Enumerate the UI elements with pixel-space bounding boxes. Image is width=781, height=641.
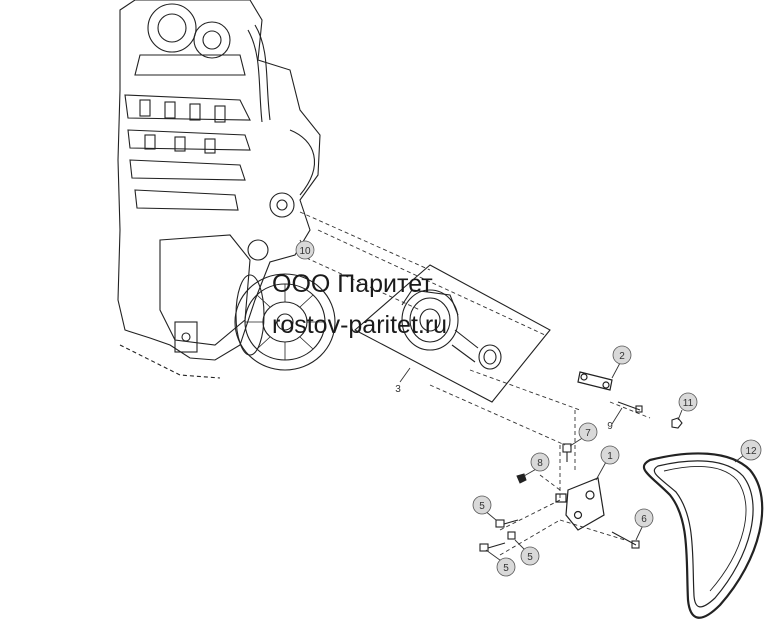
callout-label: 6 bbox=[641, 514, 647, 525]
callout-7: 7 bbox=[578, 422, 598, 442]
callout-11: 11 bbox=[678, 392, 698, 412]
callout-label: 8 bbox=[537, 458, 543, 469]
callout-label: 2 bbox=[619, 351, 625, 362]
mounting-bracket bbox=[555, 477, 605, 531]
callout-2: 2 bbox=[612, 345, 632, 365]
callout-label: 11 bbox=[683, 398, 694, 409]
nut-part-11 bbox=[671, 417, 683, 429]
bolts-part-5 bbox=[479, 519, 519, 552]
callout-label: 5 bbox=[479, 501, 485, 512]
callout-label: 9 bbox=[607, 421, 613, 432]
callout-label: 1 bbox=[607, 451, 613, 462]
callout-label: 10 bbox=[299, 246, 311, 257]
alternator-group bbox=[354, 264, 551, 403]
nut-part-8 bbox=[516, 473, 527, 484]
callout-1: 1 bbox=[600, 445, 620, 465]
callouts: 10 2 3 11 9 7 8 1 bbox=[295, 240, 762, 577]
fan-pulley bbox=[234, 273, 336, 371]
callout-label: 3 bbox=[395, 384, 401, 395]
watermark-company: ООО Паритет bbox=[272, 270, 433, 298]
callout-6: 6 bbox=[634, 508, 654, 528]
serpentine-belt bbox=[642, 452, 764, 619]
bolt-part-6 bbox=[611, 531, 640, 549]
bracket-bar bbox=[577, 371, 613, 391]
engine-assembly bbox=[117, 0, 321, 379]
callout-label: 5 bbox=[527, 552, 533, 563]
callout-10: 10 bbox=[295, 240, 315, 260]
callout-5-a: 5 bbox=[472, 495, 492, 515]
callout-5-b: 5 bbox=[520, 546, 540, 566]
callout-label: 7 bbox=[585, 428, 591, 439]
callout-3: 3 bbox=[395, 384, 401, 395]
callout-label: 5 bbox=[503, 563, 509, 574]
callout-8: 8 bbox=[530, 452, 550, 472]
callout-5-c: 5 bbox=[496, 557, 516, 577]
callout-12: 12 bbox=[740, 439, 762, 461]
callout-label: 12 bbox=[745, 446, 757, 457]
watermark-site: rostov-paritet.ru bbox=[272, 311, 448, 339]
bolt-part-9 bbox=[617, 401, 643, 413]
bolt-part-7 bbox=[562, 443, 572, 462]
callout-9: 9 bbox=[607, 421, 613, 432]
leader-lines bbox=[299, 211, 651, 556]
